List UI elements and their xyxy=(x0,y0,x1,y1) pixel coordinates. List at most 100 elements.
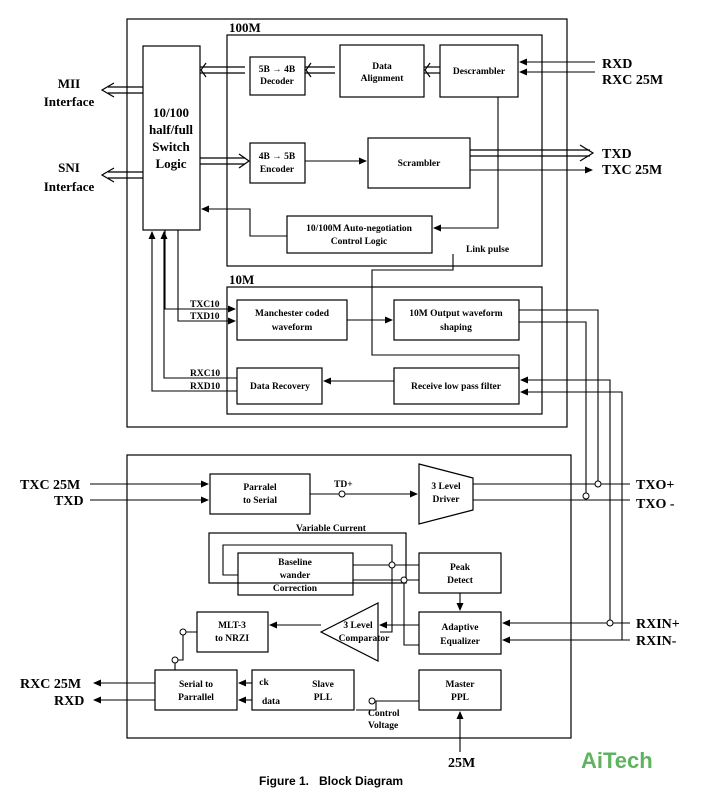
upper-outer-frame xyxy=(126,18,568,428)
alignment-line1: Data xyxy=(372,62,392,72)
txd-out-label: TXD xyxy=(602,147,632,162)
lowpass-label: Receive low pass filter xyxy=(411,382,502,392)
figure-caption: Figure 1. Block Diagram xyxy=(259,774,403,788)
rxd10-label: RXD10 xyxy=(190,382,220,392)
comparator-line2: Comparator xyxy=(339,634,390,644)
lower-outer-frame xyxy=(126,454,572,739)
autoneg-line2: Control Logic xyxy=(331,237,388,247)
data-alignment-block xyxy=(339,44,425,98)
master-ppl-line1: Master xyxy=(445,680,475,690)
master-ppl-line2: PPL xyxy=(451,693,469,703)
decoder-block xyxy=(249,56,306,96)
driver-line2: Driver xyxy=(433,495,461,505)
sni-label: SNI xyxy=(58,160,80,175)
output-shaping-line1: 10M Output waveform xyxy=(409,309,502,319)
autoneg-block xyxy=(286,215,433,254)
driver-line1: 3 Level xyxy=(431,482,461,492)
variable-current-label: Variable Current xyxy=(296,524,367,534)
peak-detect-block xyxy=(418,552,502,594)
baseline-line1: Baseline xyxy=(278,558,312,568)
mii-interface-label: Interface xyxy=(44,94,95,109)
comparator-block xyxy=(319,602,379,662)
txc10-label: TXC10 xyxy=(190,300,220,310)
slave-pll-line1: Slave xyxy=(312,680,334,690)
txo-minus-label: TXO - xyxy=(636,497,675,512)
slave-pll-block xyxy=(251,669,355,711)
switch-logic-line3: Switch xyxy=(152,139,190,154)
rxd-out-label: RXD xyxy=(54,694,84,709)
junction-dots xyxy=(171,480,614,705)
switch-logic-block xyxy=(142,45,201,231)
rxd-in-label: RXD xyxy=(602,57,632,72)
driver-block xyxy=(418,463,474,525)
decoder-line2: Decoder xyxy=(260,77,295,87)
lowpass-block xyxy=(393,367,520,405)
interface-arrows xyxy=(100,62,595,183)
control-voltage-line2: Voltage xyxy=(368,721,398,731)
rxin-minus-label: RXIN- xyxy=(636,634,677,649)
pll-data-label: data xyxy=(262,697,280,707)
scrambler-block xyxy=(367,137,471,189)
rxc10-label: RXC10 xyxy=(190,369,220,379)
txd10-label: TXD10 xyxy=(190,312,220,322)
txd-in-label: TXD xyxy=(54,494,84,509)
slave-pll-line2: PLL xyxy=(314,693,332,703)
scrambler-label: Scrambler xyxy=(398,159,442,169)
mlt3-line1: MLT-3 xyxy=(218,621,246,631)
p2s-line1: Parralel xyxy=(243,483,277,493)
decoder-line1: 5B → 4B xyxy=(259,65,296,75)
clk-25m-label: 25M xyxy=(448,756,475,771)
recovery-label: Data Recovery xyxy=(250,382,310,392)
mii-label: MII xyxy=(58,76,80,91)
equalizer-line2: Equalizer xyxy=(440,637,480,647)
descrambler-block xyxy=(439,44,519,98)
encoder-line2: Encoder xyxy=(260,165,295,175)
variable-current-loop xyxy=(208,532,407,584)
manchester-block xyxy=(236,299,348,341)
baseline-line2: wander xyxy=(280,571,311,581)
rxin-plus-label: RXIN+ xyxy=(636,617,680,632)
s2p-line2: Parrallel xyxy=(178,693,214,703)
section-100m-label: 100M xyxy=(229,20,261,35)
txo-plus-label: TXO+ xyxy=(636,478,674,493)
data-recovery-block xyxy=(236,367,323,405)
manchester-line1: Manchester coded xyxy=(255,309,330,319)
rxc-in-label: RXC 25M xyxy=(602,73,663,88)
baseline-block xyxy=(237,552,354,596)
td-plus-label: TD+ xyxy=(334,480,353,490)
autoneg-line1: 10/100M Auto-negotiation xyxy=(306,224,413,234)
peak-line2: Detect xyxy=(447,576,474,586)
s2p-line1: Serial to xyxy=(179,680,213,690)
sni-interface-label: Interface xyxy=(44,179,95,194)
descrambler-label: Descrambler xyxy=(453,67,506,77)
mlt3-line2: to NRZI xyxy=(215,634,249,644)
p2s-line2: to Serial xyxy=(243,496,277,506)
output-shaping-line2: shaping xyxy=(440,323,472,333)
link-pulse-label: Link pulse xyxy=(466,245,509,255)
comparator-line1: 3 Level xyxy=(343,621,373,631)
equalizer-line1: Adaptive xyxy=(442,623,479,633)
master-ppl-block xyxy=(418,669,502,711)
section-10m-frame xyxy=(226,286,543,415)
mlt3-block xyxy=(196,611,269,653)
peak-line1: Peak xyxy=(450,563,471,573)
switch-logic-line1: 10/100 xyxy=(153,105,189,120)
txc-25m-in-label: TXC 25M xyxy=(20,478,80,493)
encoder-block xyxy=(249,142,306,184)
control-voltage-line1: Control xyxy=(368,709,400,719)
section-10m-label: 10M xyxy=(229,272,254,287)
encoder-line1: 4B → 5B xyxy=(259,152,296,162)
switch-logic-line2: half/full xyxy=(149,122,193,137)
switch-logic-line4: Logic xyxy=(155,156,186,171)
s2p-block xyxy=(154,669,238,711)
output-shaping-block xyxy=(393,299,520,341)
rxc-25m-out-label: RXC 25M xyxy=(20,677,81,692)
alignment-line2: Alignment xyxy=(361,74,405,84)
pll-ck-label: ck xyxy=(259,678,269,688)
connections xyxy=(90,58,630,752)
aitech-watermark: AiTech xyxy=(581,748,653,773)
txc-out-label: TXC 25M xyxy=(602,163,662,178)
equalizer-block xyxy=(418,611,502,655)
